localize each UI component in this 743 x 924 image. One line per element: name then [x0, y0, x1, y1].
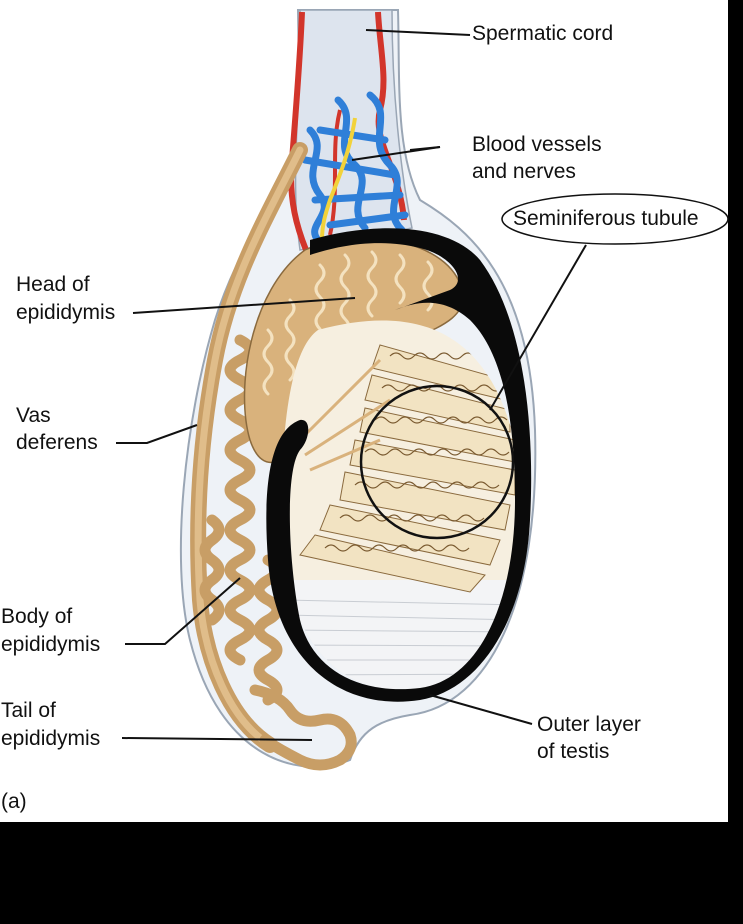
- leader-seminiferous-tubule: [489, 244, 587, 411]
- label-outer-layer-line1: Outer layer: [537, 713, 641, 736]
- artery: [328, 109, 342, 236]
- leader-head: [132, 297, 356, 314]
- epididymis-head-coils: [262, 250, 434, 396]
- label-head-line1: Head of: [16, 273, 90, 296]
- seminiferous-tubule-callout: [501, 193, 729, 245]
- panel-letter: (a): [1, 790, 27, 813]
- leader-tail: [121, 737, 313, 741]
- label-blood-vessels-line2: and nerves: [472, 160, 576, 183]
- leader-lines: [116, 29, 587, 741]
- label-tail-line1: Tail of: [1, 699, 56, 722]
- label-head-line2: epididymis: [16, 301, 116, 324]
- label-body-line1: Body of: [1, 605, 73, 628]
- leader-spermatic-cord: [365, 29, 471, 36]
- label-outer-layer-line2: of testis: [537, 740, 610, 763]
- label-vas-line2: deferens: [16, 431, 98, 454]
- label-tail-line2: epididymis: [1, 727, 101, 750]
- label-blood-vessels-line1: Blood vessels: [472, 133, 602, 156]
- leader-outer-layer: [429, 694, 533, 725]
- nerve: [320, 117, 357, 241]
- label-seminiferous-tubule: Seminiferous tubule: [513, 207, 699, 230]
- label-body-line2: epididymis: [1, 633, 101, 656]
- leader-blood-vessels-b: [409, 146, 441, 151]
- vein-plexus: [301, 91, 409, 244]
- vas-deferens-lumen: [194, 146, 304, 749]
- magnification-circle: [359, 384, 515, 540]
- label-spermatic-cord: Spermatic cord: [472, 22, 614, 45]
- label-vas-line1: Vas: [16, 404, 51, 427]
- leader-body: [125, 577, 241, 645]
- leader-vas-deferens: [116, 424, 198, 444]
